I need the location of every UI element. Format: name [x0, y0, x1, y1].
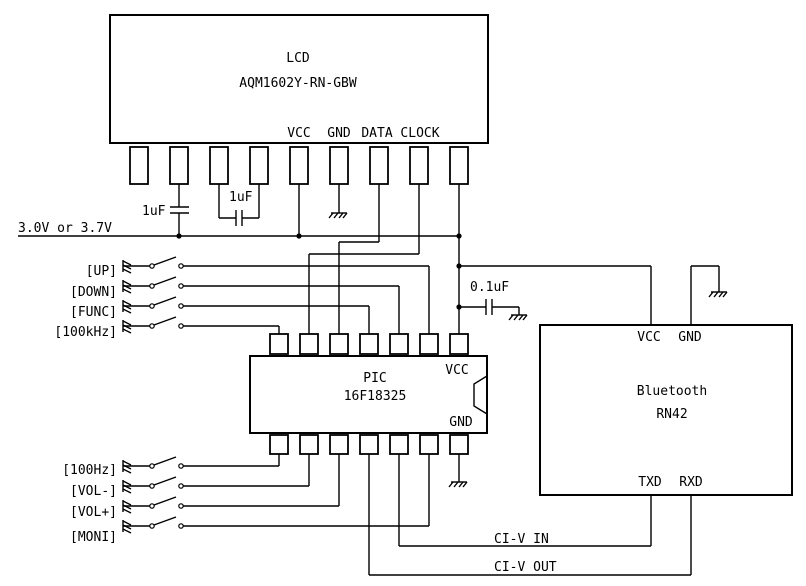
switch-top-3 — [122, 316, 184, 334]
pic-mcu: PIC 16F18325 VCC GND — [249, 333, 488, 455]
supply-voltage-label: 3.0V or 3.7V — [18, 221, 112, 236]
switch-label-down: [DOWN] — [70, 285, 117, 300]
lcd-pin-gnd — [329, 146, 349, 185]
pic-body — [249, 355, 488, 434]
switch-label-up: [UP] — [86, 264, 117, 279]
lcd-pin-vcc-label: VCC — [287, 126, 310, 141]
pic-pin-top-0 — [269, 333, 289, 355]
switch-label-vol-plus: [VOL+] — [70, 505, 117, 520]
lcd-pin-clock — [409, 146, 429, 185]
civ-in-label: CI-V IN — [494, 532, 549, 547]
lcd-pin — [209, 146, 229, 185]
lcd-gnd-connection — [328, 184, 348, 219]
pic-pin-top-1 — [299, 333, 319, 355]
bt-pin-gnd-label: GND — [678, 330, 702, 345]
pic-pin-bottom-0 — [269, 434, 289, 455]
pic-pin-bottom-5 — [419, 434, 439, 455]
civ-lines: CI-V IN CI-V OUT — [368, 454, 692, 576]
pic-pin-bottom-6 — [449, 434, 469, 455]
capacitor-c2-label: 1uF — [229, 190, 253, 205]
switch-label-moni: [MONI] — [70, 530, 117, 545]
lcd-pin-data-label: DATA — [361, 126, 392, 141]
pic-pin-bottom-3 — [359, 434, 379, 455]
switch-label-100khz: [100kHz] — [54, 325, 117, 340]
lcd-module: LCD AQM1602Y-RN-GBW VCC GND DATA CLOCK — [109, 14, 489, 185]
switch-bottom-0 — [122, 456, 184, 474]
pic-pin-gnd-label: GND — [449, 415, 473, 430]
top-switch-wires — [183, 265, 430, 334]
bt-pin-vcc-label: VCC — [637, 330, 660, 345]
lcd-title: LCD — [286, 51, 310, 66]
lcd-pin — [449, 146, 469, 185]
switch-bottom-1 — [122, 476, 184, 494]
pic-pin-bottom-1 — [299, 434, 319, 455]
lcd-pin-clock-label: CLOCK — [400, 126, 439, 141]
switch-bottom-2 — [122, 496, 184, 514]
pic-model: 16F18325 — [344, 389, 407, 404]
lcd-pin — [169, 146, 189, 185]
pic-pin-top-2 — [329, 333, 349, 355]
lcd-pin-data — [369, 146, 389, 185]
pic-title: PIC — [363, 371, 386, 386]
pic-pin-bottom-4 — [389, 434, 409, 455]
bottom-switch-wires — [183, 454, 430, 527]
pic-pin-top-4 — [389, 333, 409, 355]
bluetooth-module: VCC GND Bluetooth RN42 TXD RXD — [539, 265, 793, 496]
switch-top-1 — [122, 276, 184, 294]
pic-pin-vcc-label: VCC — [445, 363, 468, 378]
switch-label-func: [FUNC] — [70, 305, 117, 320]
bluetooth-body — [539, 324, 793, 496]
lcd-pin — [129, 146, 149, 185]
pic-pin-bottom-2 — [329, 434, 349, 455]
pic-pin-top-6 — [449, 333, 469, 355]
capacitor-c3-label: 0.1uF — [470, 280, 509, 295]
switch-label-100hz: [100Hz] — [62, 463, 117, 478]
bluetooth-model: RN42 — [656, 407, 687, 422]
switch-bottom-3 — [122, 516, 184, 534]
lcd-pin-vcc — [289, 146, 309, 185]
lcd-model: AQM1602Y-RN-GBW — [239, 76, 357, 91]
pic-pin-top-5 — [419, 333, 439, 355]
lcd-pin — [249, 146, 269, 185]
supply-rail: 3.0V or 3.7V — [18, 184, 652, 334]
lcd-capacitors: 1uF 1uF — [142, 184, 260, 236]
switch-label-vol-minus: [VOL-] — [70, 484, 117, 499]
civ-out-label: CI-V OUT — [494, 560, 557, 575]
lcd-bus-wires — [308, 184, 420, 334]
bt-pin-rxd-label: RXD — [679, 475, 703, 490]
pic-gnd-connection — [448, 454, 468, 488]
bt-pin-txd-label: TXD — [638, 475, 662, 490]
capacitor-c1-label: 1uF — [142, 204, 166, 219]
lcd-pin-gnd-label: GND — [327, 126, 351, 141]
bottom-switches: [100Hz] [VOL-] [VOL+] [MONI] — [62, 456, 184, 545]
pic-pin-top-3 — [359, 333, 379, 355]
switch-top-0 — [122, 256, 184, 274]
top-switches: [UP] [DOWN] [FUNC] [100kHz] — [54, 256, 184, 340]
capacitor-c3: 0.1uF — [459, 280, 528, 321]
switch-top-2 — [122, 296, 184, 314]
bluetooth-title: Bluetooth — [637, 384, 707, 399]
lcd-body — [109, 14, 489, 144]
